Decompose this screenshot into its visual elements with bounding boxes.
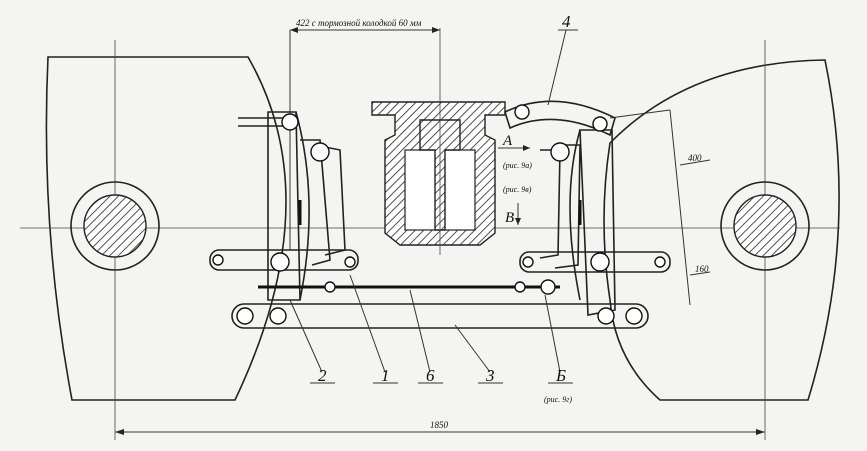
bolster-section [371, 28, 506, 255]
dimension-160-text: 160 [695, 264, 709, 274]
part-label-1: 1 [381, 366, 390, 385]
right-dimensions [609, 109, 711, 306]
top-dimension-text: 422 с тормозной колодкой 60 мм [296, 18, 422, 28]
view-label-ref-9v: (рис. 9в) [503, 185, 532, 194]
part-label-4: 4 [562, 12, 571, 31]
part-label-B: Б [555, 366, 566, 385]
lower-tie-rod [231, 303, 649, 329]
leader-lines [289, 29, 578, 384]
bottom-dimension-text: 1850 [430, 420, 449, 430]
pull-rod [258, 279, 560, 295]
right-axle-ring [720, 181, 810, 271]
bottom-dimension [115, 429, 765, 435]
top-dimension [289, 27, 440, 250]
left-brake-lever [209, 111, 359, 301]
part-label-2: 2 [318, 366, 327, 385]
left-axle-journal [83, 194, 147, 258]
left-axle-ring [70, 181, 160, 271]
part-label-3: 3 [485, 366, 495, 385]
dimension-400-text: 400 [688, 153, 702, 163]
view-label-A-ref: (рис. 9а) [503, 161, 532, 170]
part-label-6: 6 [426, 366, 435, 385]
left-wheel-outline [45, 56, 287, 401]
view-label-V: В [505, 210, 514, 226]
view-label-B-ref: (рис. 9г) [544, 395, 572, 404]
right-brake-lever [504, 100, 671, 316]
right-axle-journal [733, 194, 797, 258]
view-label-A: А [502, 133, 513, 149]
